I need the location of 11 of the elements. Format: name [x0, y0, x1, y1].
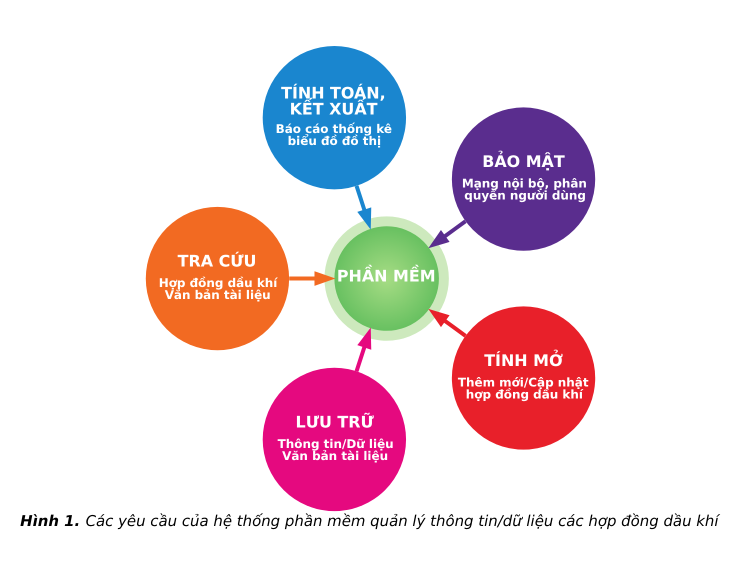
arrow: [289, 271, 336, 286]
arrow: [428, 220, 467, 248]
arrow: [354, 328, 372, 372]
caption: Hình 1. Các yêu cầu của hệ thống phần mềm quản lý thông tin/dữ liệu các hợp đồng dầu khí: [20, 512, 719, 530]
node-circle: TÍNH TOÁN, KẾT XUẤT Báo cáo thống kê biểu đồ đồ thị: [262, 46, 406, 190]
arrow: [354, 185, 372, 230]
arrow: [428, 308, 467, 338]
node-circle: TÍNH MỞ Thêm mới/Cập nhật hợp đồng dầu khí: [452, 306, 596, 450]
node-circle: BẢO MẬT Mạng nội bộ, phân quyền người dùng: [452, 107, 596, 251]
node-circle: TRA CỨU Hợp đồng dầu khí Văn bản tài liệu: [146, 206, 290, 350]
node-circle: LƯU TRỮ Thông tin/Dữ liệu Văn bản tài liệu: [262, 368, 406, 512]
